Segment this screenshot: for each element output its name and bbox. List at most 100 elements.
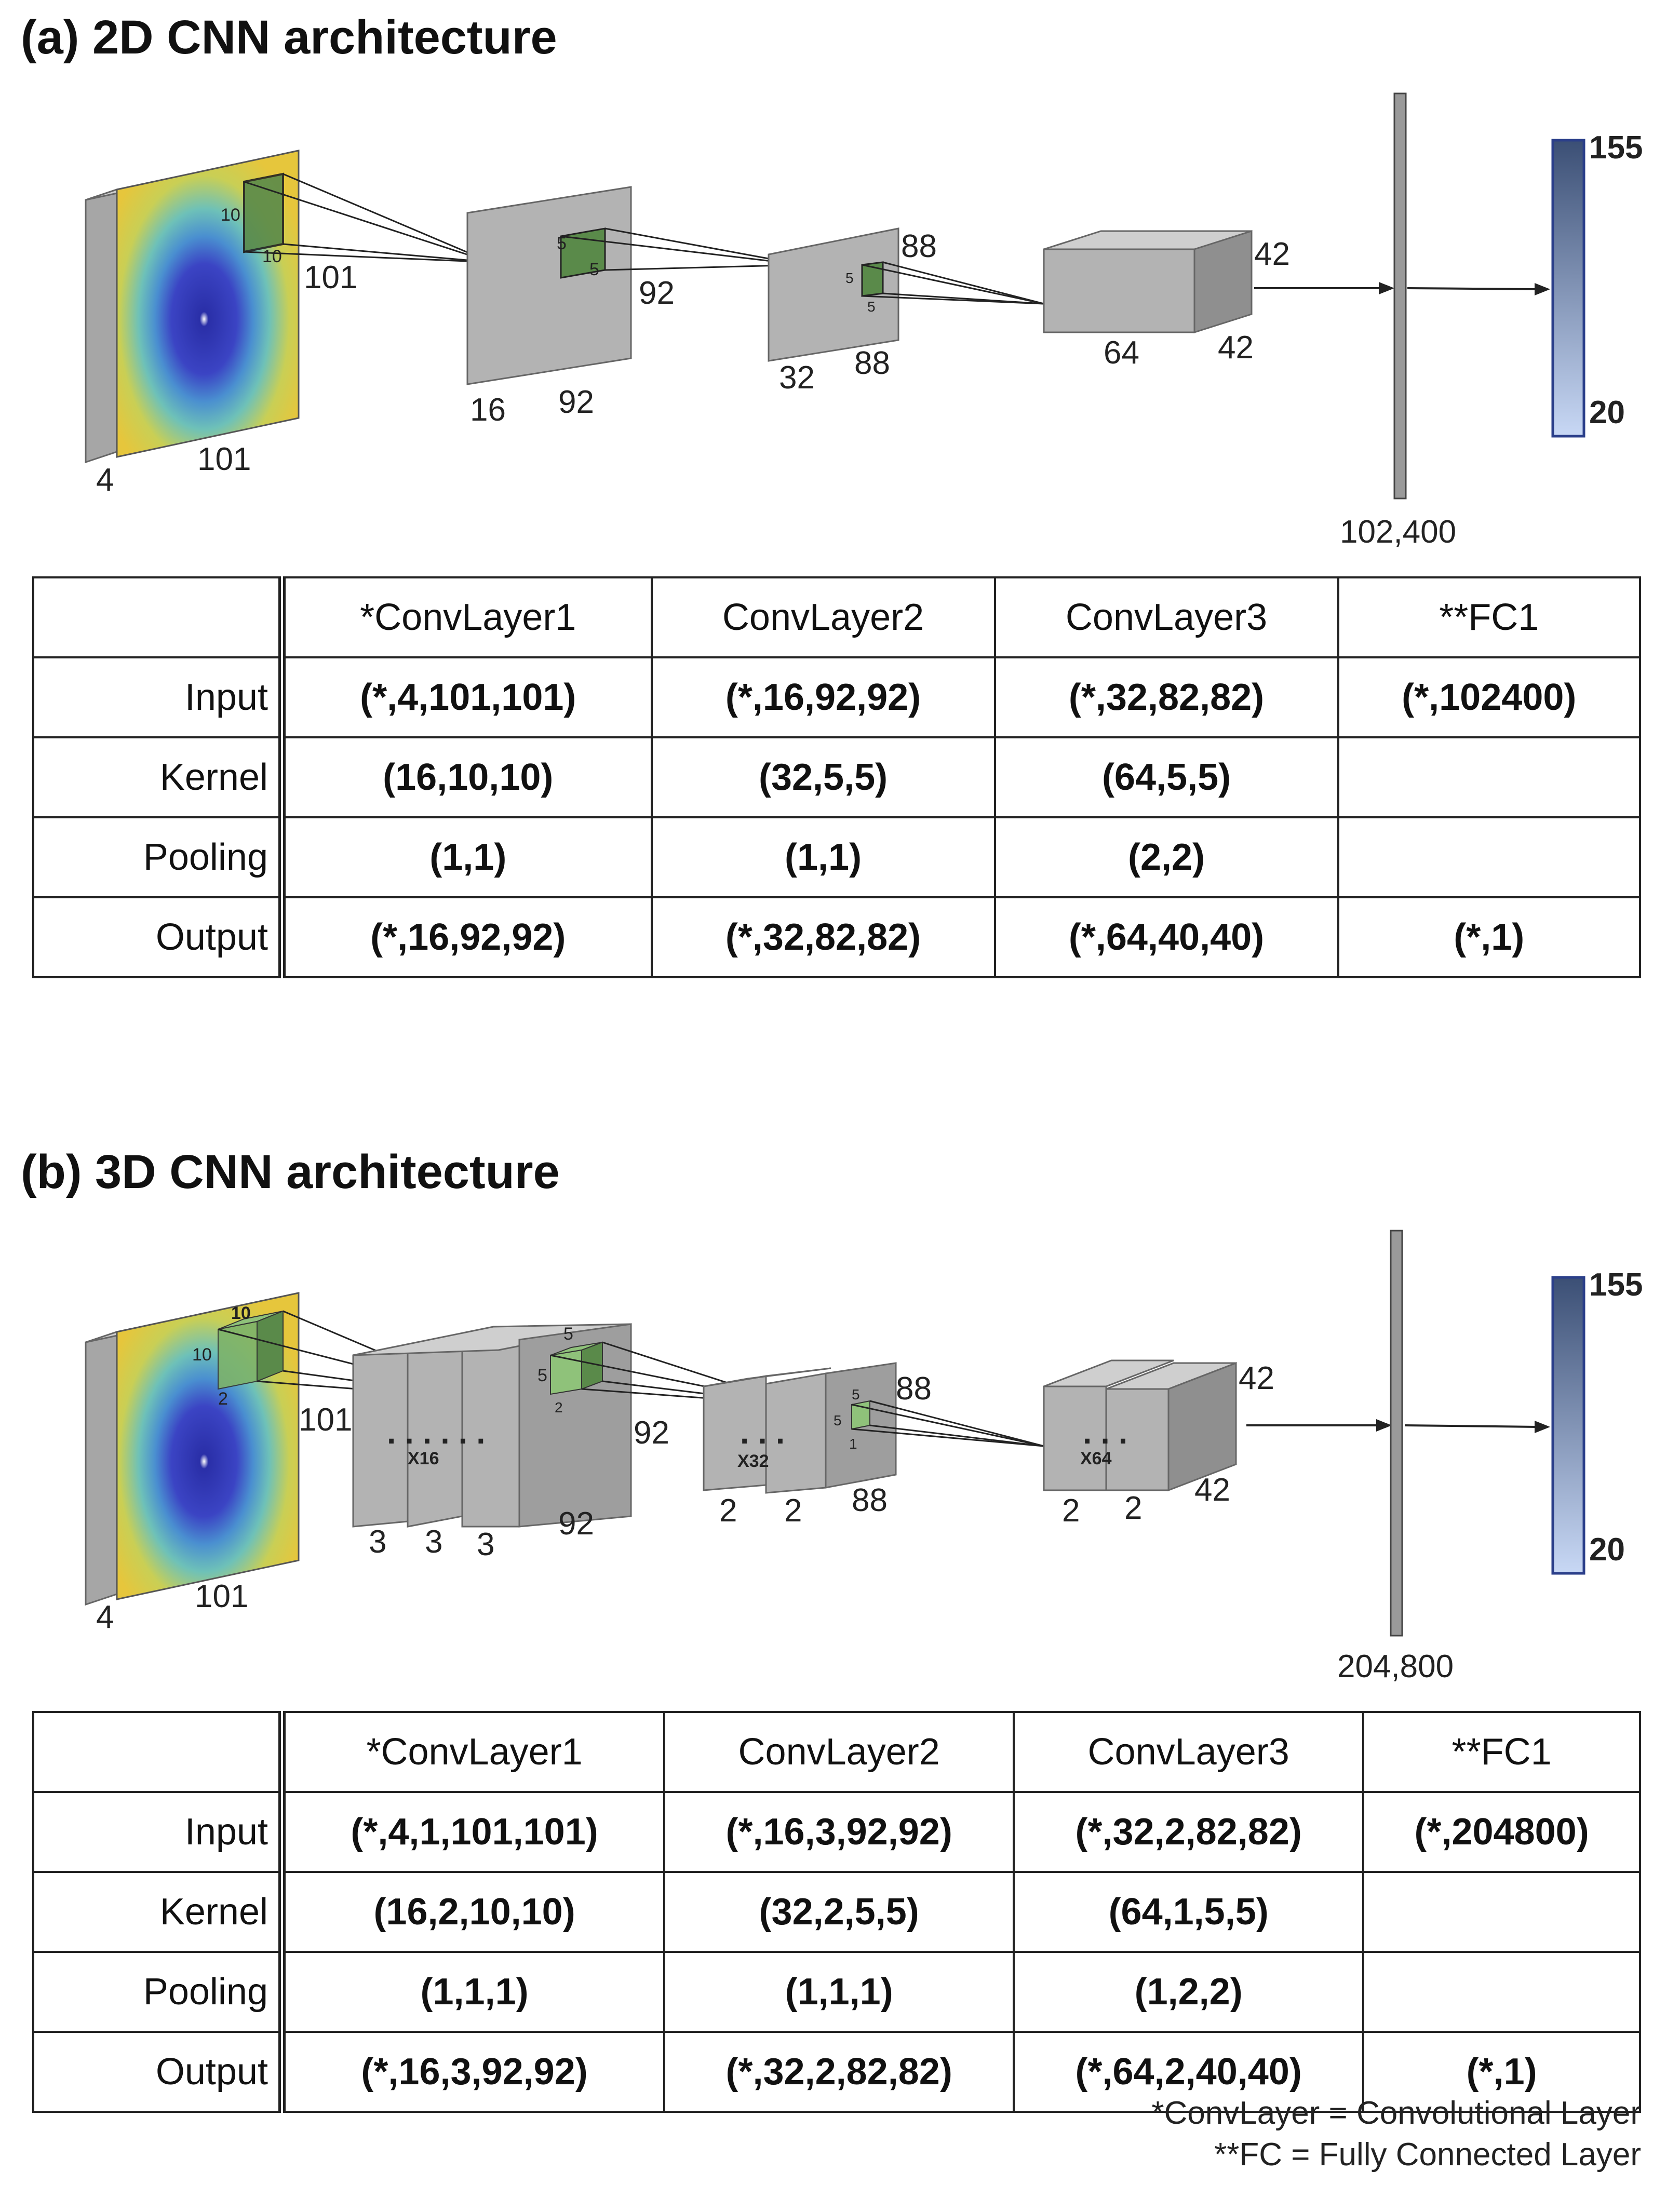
table-cell — [1362, 1951, 1641, 2033]
table-cell: (1,2,2) — [1013, 1951, 1365, 2033]
table-cell: (*,204800) — [1362, 1791, 1641, 1873]
col-header: ConvLayer3 — [993, 576, 1339, 658]
b-conv1-k2: 5 — [537, 1366, 547, 1385]
panel-b-diagram: 10 10 2 101 101 4 . . . . . . X16 5 5 2 … — [85, 1230, 1643, 1684]
b-conv1-d2: 3 — [425, 1524, 442, 1560]
table-cell: (*,4,101,101) — [281, 656, 653, 738]
a-output-max: 155 — [1589, 130, 1643, 166]
panel-a-diagram: 10 10 101 101 4 5 5 92 92 16 5 5 88 88 3… — [85, 92, 1643, 550]
b-conv3-dots: . . . — [1083, 1415, 1127, 1451]
table-row: Pooling (1,1) (1,1) (2,2) — [32, 816, 1642, 898]
a-conv2-width: 88 — [901, 228, 937, 264]
a-conv3-height: 42 — [1218, 330, 1254, 366]
corner-cell — [32, 1711, 286, 1793]
table-row: Input (*,4,101,101) (*,16,92,92) (*,32,8… — [32, 656, 1642, 738]
col-header: ConvLayer2 — [663, 1711, 1015, 1793]
b-conv3-block — [1043, 1359, 1237, 1492]
table-cell: (1,1) — [281, 816, 653, 898]
table-cell: (1,1,1) — [663, 1951, 1015, 2033]
panel-b-title: (b) 3D CNN architecture — [21, 1145, 560, 1198]
table-cell: (*,16,3,92,92) — [663, 1791, 1015, 1873]
b-conv3-height: 42 — [1194, 1472, 1230, 1508]
table-cell: (*,32,2,82,82) — [663, 2031, 1015, 2113]
b-conv3-multiplier: X64 — [1080, 1449, 1112, 1468]
a-conv3-width: 42 — [1254, 236, 1290, 272]
a-conv2-k1: 5 — [845, 270, 854, 286]
col-header: *ConvLayer1 — [280, 1711, 666, 1793]
a-fc-size: 102,400 — [1340, 514, 1456, 550]
table-row: Pooling (1,1,1) (1,1,1) (1,2,2) — [32, 1951, 1641, 2033]
footnote-convlayer: *ConvLayer = Convolutional Layer — [1151, 2095, 1641, 2131]
a-input-width: 101 — [304, 260, 357, 295]
row-header: Output — [32, 896, 286, 978]
table-cell: (16,2,10,10) — [280, 1871, 666, 1953]
b-conv1-width: 92 — [634, 1415, 669, 1451]
a-arrow-out — [1407, 287, 1538, 290]
table-row: Output (*,16,92,92) (*,32,82,82) (*,64,4… — [32, 896, 1642, 978]
a-conv1-width: 92 — [639, 275, 675, 311]
b-conv3-d1: 2 — [1062, 1493, 1080, 1529]
a-input-k1: 10 — [221, 205, 240, 225]
row-header: Input — [32, 1791, 286, 1873]
b-input-k3: 2 — [218, 1389, 228, 1409]
input-image-block — [85, 150, 300, 464]
b-input-depth: 4 — [96, 1599, 114, 1635]
b-output-bar — [1551, 1276, 1585, 1575]
table-cell: (16,10,10) — [281, 736, 653, 818]
table-cell: (*,32,82,82) — [993, 656, 1339, 738]
table-header-row: *ConvLayer1 ConvLayer2 ConvLayer3 **FC1 — [32, 576, 1642, 658]
table-cell: (*,102400) — [1337, 656, 1642, 738]
b-conv1-dots: . . . . . . — [387, 1415, 485, 1451]
b-input-k2: 10 — [192, 1345, 212, 1365]
a-conv3-depth: 64 — [1104, 335, 1139, 371]
table-cell — [1362, 1871, 1641, 1953]
table-row: Input (*,4,1,101,101) (*,16,3,92,92) (*,… — [32, 1791, 1641, 1873]
table-row: Output (*,16,3,92,92) (*,32,2,82,82) (*,… — [32, 2031, 1641, 2113]
b-conv1-height: 92 — [558, 1506, 594, 1542]
table-cell: (1,1) — [650, 816, 996, 898]
a-conv3-block — [1043, 230, 1253, 334]
table-cell: (1,1,1) — [280, 1951, 666, 2033]
table-cell: (32,2,5,5) — [663, 1871, 1015, 1953]
panel-b-table: *ConvLayer1 ConvLayer2 ConvLayer3 **FC1 … — [32, 1711, 1641, 2113]
table-cell: (32,5,5) — [650, 736, 996, 818]
b-conv2-multiplier: X32 — [737, 1451, 769, 1471]
a-conv2-height: 88 — [854, 345, 890, 381]
a-input-k2: 10 — [262, 247, 282, 266]
b-conv3-d2: 2 — [1124, 1490, 1142, 1526]
b-conv2-k1: 5 — [852, 1386, 860, 1403]
b-input-width: 101 — [299, 1402, 352, 1438]
b-conv1-k3: 2 — [555, 1399, 563, 1415]
b-conv2-d1: 2 — [719, 1493, 737, 1529]
a-fc-bar — [1393, 92, 1407, 500]
row-header: Pooling — [32, 1951, 286, 2033]
a-conv2-depth: 32 — [779, 360, 815, 396]
panel-a-title: (a) 2D CNN architecture — [21, 11, 557, 64]
b-conv2-d2: 2 — [784, 1493, 802, 1529]
b-conv2-k3: 1 — [849, 1436, 857, 1452]
a-conv1-depth: 16 — [470, 392, 506, 428]
b-arrow-out — [1404, 1424, 1538, 1428]
table-cell: (*,16,3,92,92) — [280, 2031, 666, 2113]
b-conv1-d1: 3 — [369, 1524, 386, 1560]
a-conv1-k1: 5 — [557, 234, 567, 253]
b-conv1-block — [352, 1323, 632, 1528]
b-conv2-dots: . . . — [740, 1415, 785, 1451]
a-conv1-block — [466, 186, 632, 385]
table-cell: (*,4,1,101,101) — [280, 1791, 666, 1873]
b-output-min: 20 — [1589, 1532, 1625, 1568]
row-header: Kernel — [32, 1871, 286, 1953]
table-row: Kernel (16,2,10,10) (32,2,5,5) (64,1,5,5… — [32, 1871, 1641, 1953]
b-conv2-block — [703, 1362, 897, 1494]
a-conv1-k2: 5 — [589, 260, 599, 279]
row-header: Pooling — [32, 816, 286, 898]
b-fc-size: 204,800 — [1337, 1649, 1454, 1684]
a-kernel-lines-3 — [862, 261, 1044, 305]
b-output-max: 155 — [1589, 1267, 1643, 1303]
a-output-bar — [1551, 139, 1585, 438]
table-cell: (*,32,2,82,82) — [1013, 1791, 1365, 1873]
col-header: **FC1 — [1362, 1711, 1641, 1793]
table-cell: (64,1,5,5) — [1013, 1871, 1365, 1953]
table-cell: (*,1) — [1362, 2031, 1641, 2113]
a-conv2-k2: 5 — [867, 299, 876, 315]
